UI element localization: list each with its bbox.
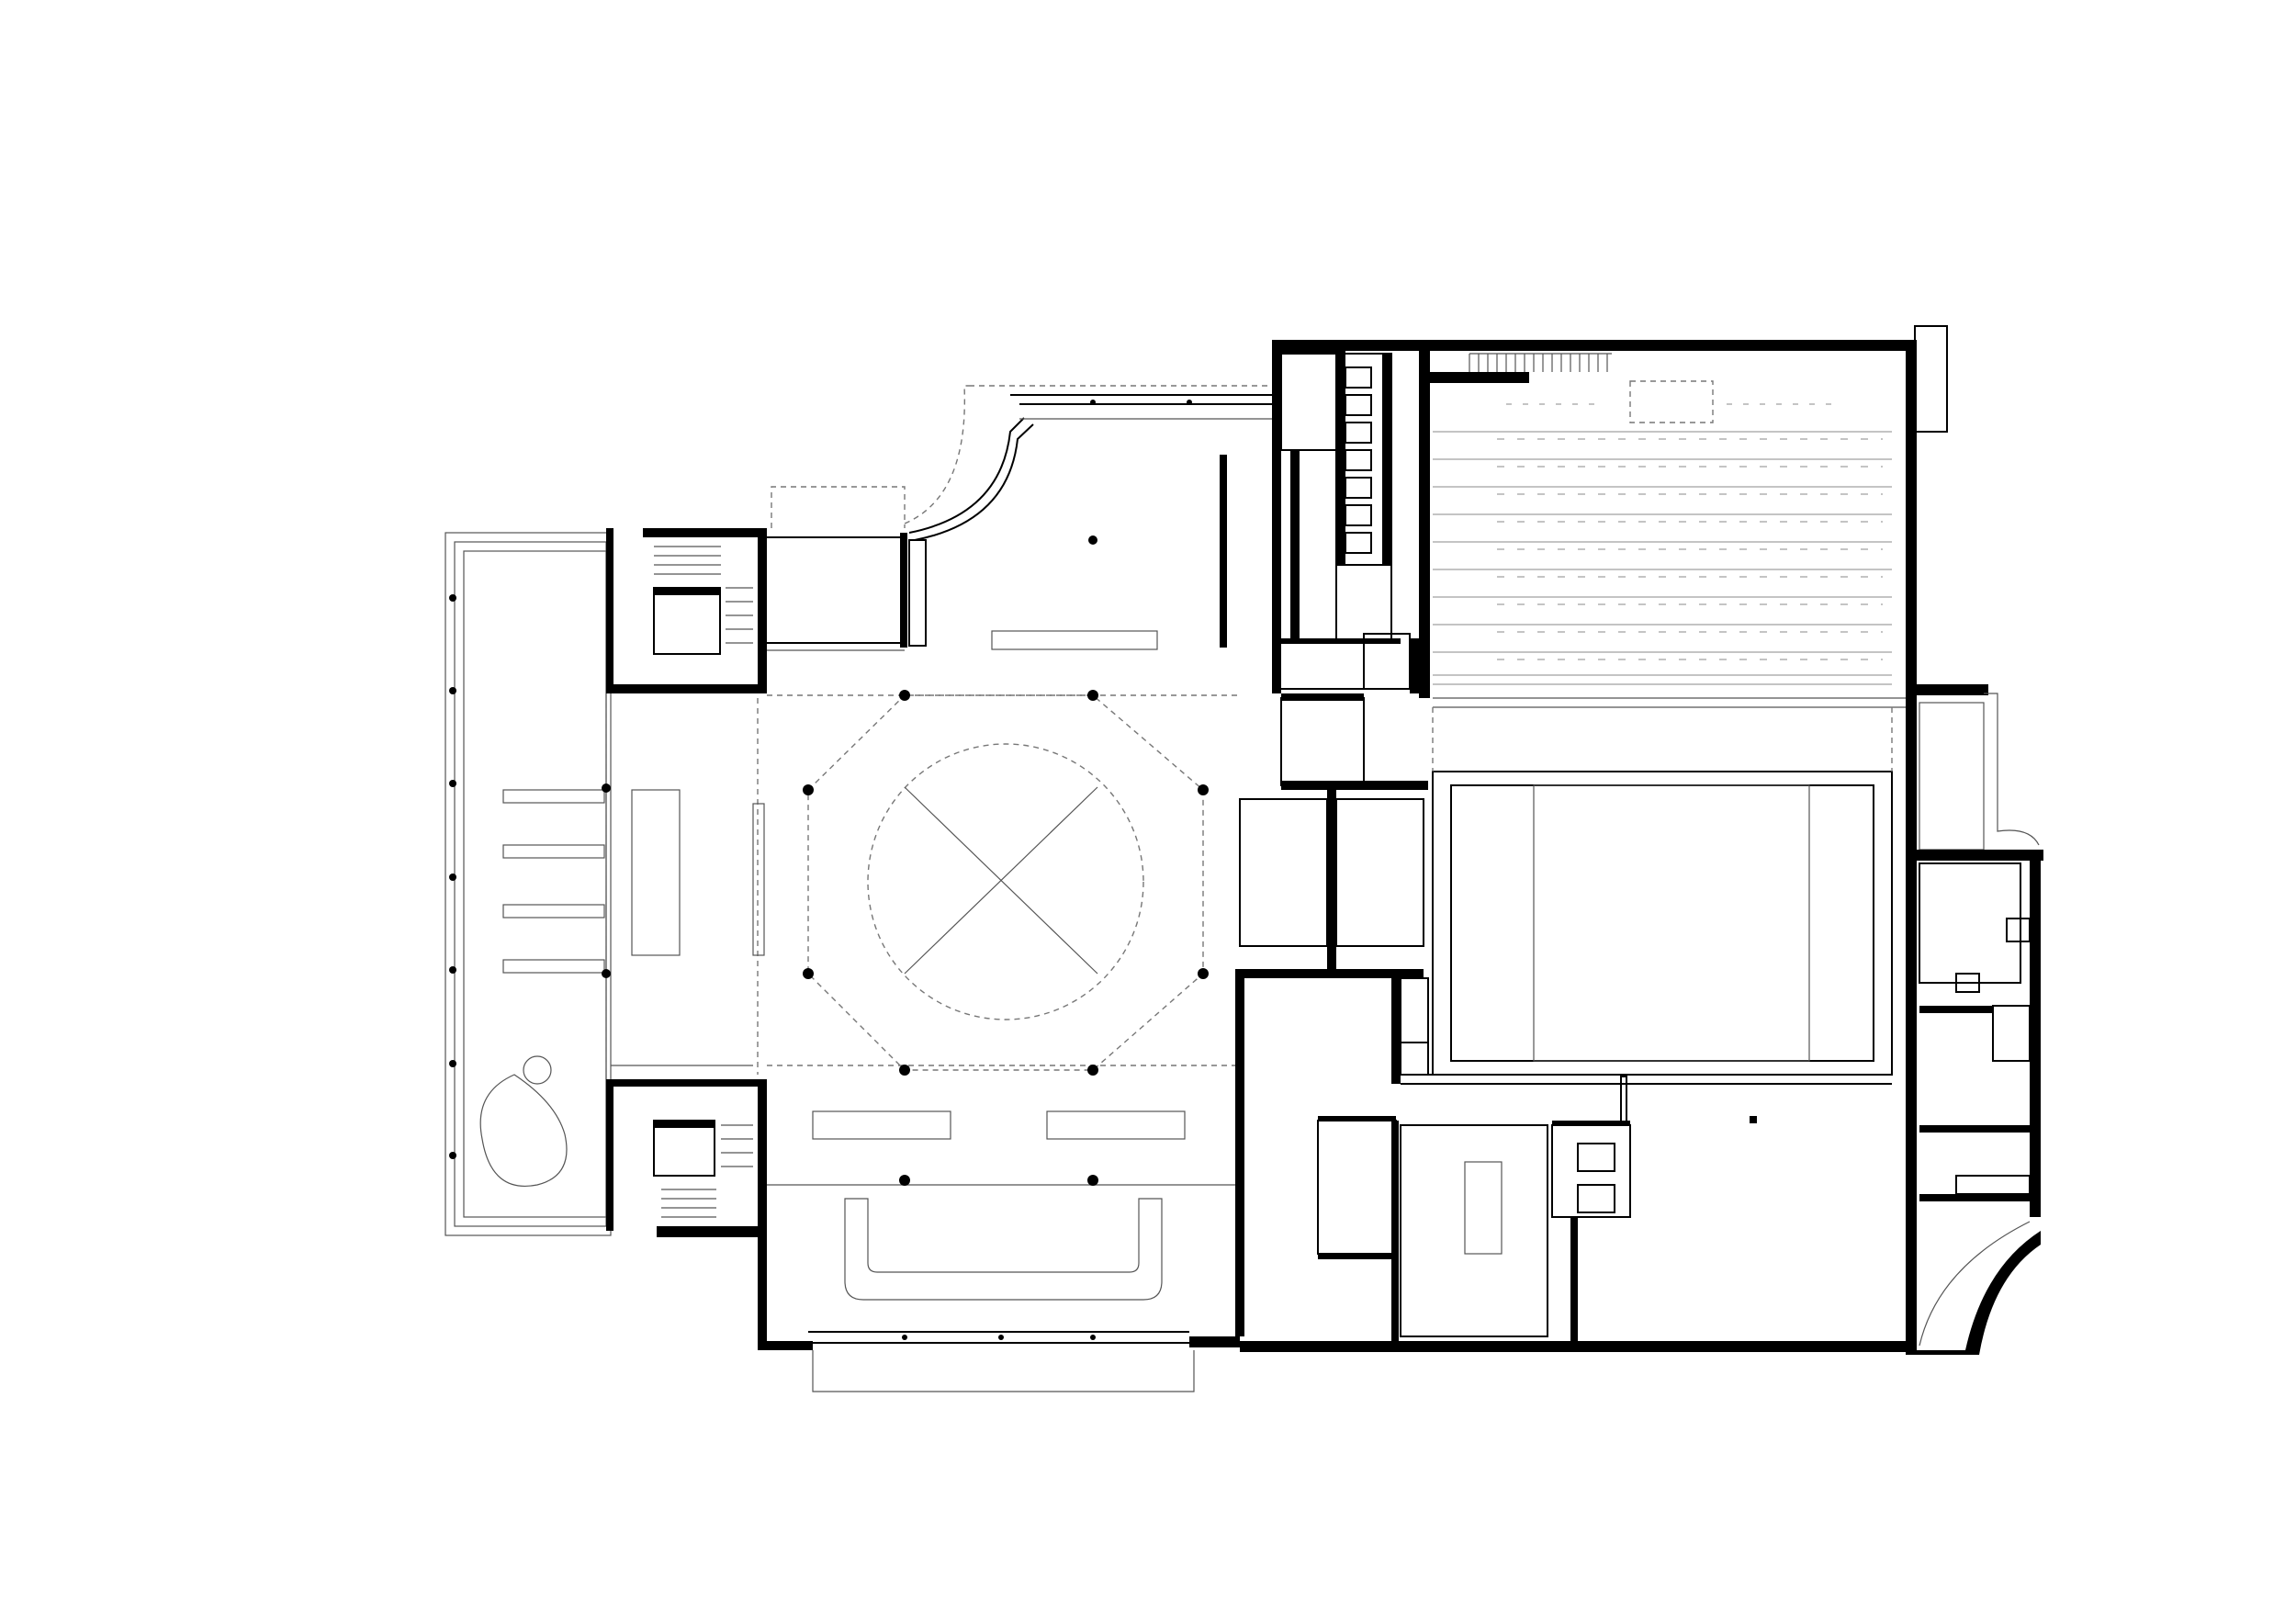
terrace-columns	[449, 594, 456, 1159]
west-hall	[602, 698, 765, 1075]
benches	[502, 789, 605, 974]
south-lobby	[758, 1110, 1240, 1392]
garden-curve	[479, 1074, 568, 1187]
left-terrace	[445, 532, 612, 1236]
central-atrium	[767, 690, 1240, 1076]
stair-core-north	[606, 528, 767, 693]
seat-rows	[1433, 431, 1892, 685]
main-hall	[1432, 707, 1893, 1076]
small-markers	[1750, 1116, 1757, 1123]
auditorium	[1272, 325, 1988, 708]
restrooms-north	[1281, 353, 1419, 693]
atrium-columns	[803, 690, 1209, 1076]
reception-counter	[844, 1198, 1163, 1301]
east-wing	[1240, 693, 2043, 1355]
north-lobby	[767, 344, 1345, 693]
seat-ticks	[1497, 403, 1883, 660]
stair-core-south	[606, 1079, 767, 1237]
service-block	[1235, 693, 1892, 1341]
